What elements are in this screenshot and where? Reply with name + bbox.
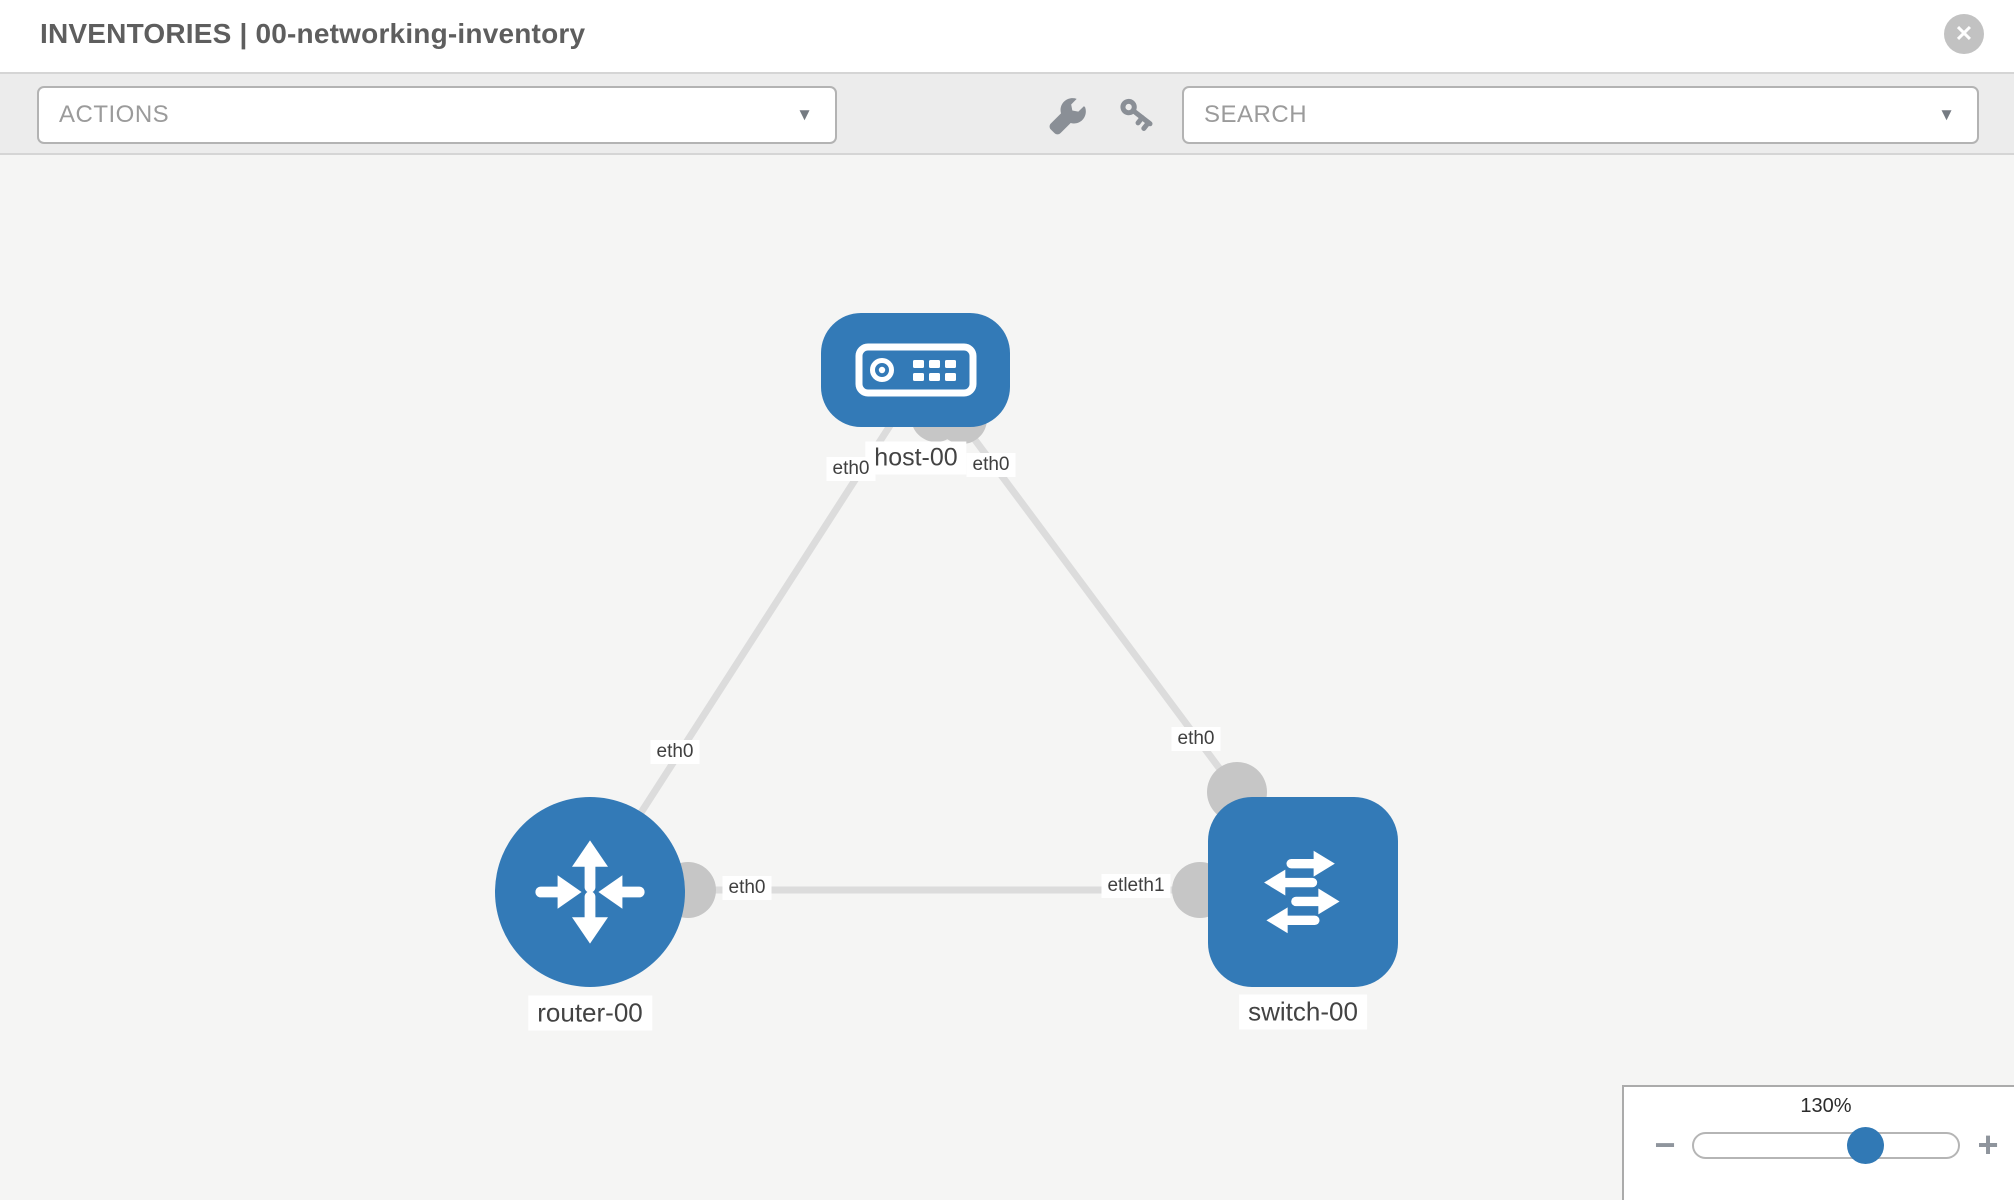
chevron-down-icon: ▼ xyxy=(1938,105,1955,124)
node-switch-00[interactable] xyxy=(1208,797,1398,987)
zoom-level: 130% xyxy=(1800,1095,1852,1117)
wrench-icon[interactable] xyxy=(1048,96,1088,136)
chevron-down-icon: ▼ xyxy=(796,105,813,124)
if-label-host-right: eth0 xyxy=(966,453,1016,477)
zoom-in-button[interactable]: + xyxy=(1977,1124,1999,1165)
header-bar: INVENTORIES | 00-networking-inventory ✕ xyxy=(0,0,2014,72)
search-dropdown-label: SEARCH xyxy=(1204,101,1308,128)
node-label-switch: switch-00 xyxy=(1239,994,1367,1030)
toolbar: ACTIONS ▼ SEARCH ▼ xyxy=(0,72,2014,155)
zoom-slider-thumb[interactable] xyxy=(1847,1127,1884,1164)
node-label-host: host-00 xyxy=(865,441,967,475)
node-host-00[interactable] xyxy=(821,313,1010,427)
if-label-router-right: eth0 xyxy=(722,876,772,900)
if-label-host-left: eth0 xyxy=(826,457,876,481)
host-icon xyxy=(855,343,976,397)
node-label-router: router-00 xyxy=(528,995,652,1031)
switch-icon xyxy=(1264,850,1340,934)
zoom-out-button[interactable]: − xyxy=(1654,1124,1676,1165)
zoom-panel: 130% − + xyxy=(1622,1085,2014,1200)
topology-links xyxy=(587,392,1267,918)
if-label-switch-left: etleth1 xyxy=(1101,874,1171,898)
page-title: INVENTORIES | 00-networking-inventory xyxy=(40,18,586,49)
actions-dropdown-label: ACTIONS xyxy=(59,101,170,128)
search-dropdown[interactable]: SEARCH ▼ xyxy=(1182,86,1979,144)
actions-dropdown[interactable]: ACTIONS ▼ xyxy=(37,86,837,144)
if-label-router-uplink: eth0 xyxy=(650,740,700,764)
router-icon xyxy=(535,840,645,944)
key-icon[interactable] xyxy=(1116,96,1156,136)
zoom-slider-track[interactable] xyxy=(1692,1132,1960,1159)
close-icon[interactable]: ✕ xyxy=(1944,14,1984,54)
if-label-switch-uplink: eth0 xyxy=(1171,727,1221,751)
topology-canvas[interactable]: host-00 router-00 switch-00 eth0 eth0 et… xyxy=(0,155,2014,1200)
node-router-00[interactable] xyxy=(495,797,685,987)
